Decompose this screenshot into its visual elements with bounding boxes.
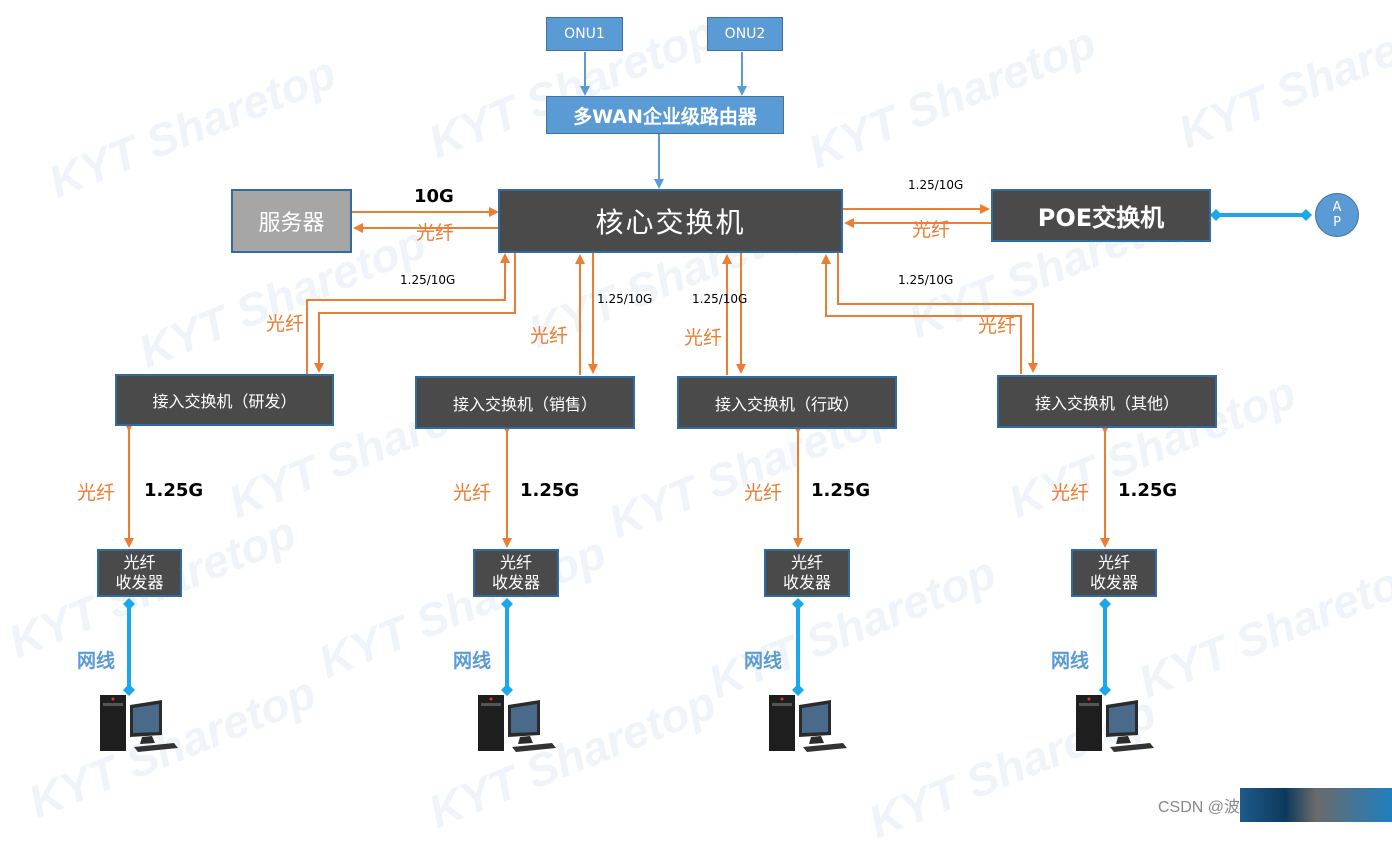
ap-label-top: A xyxy=(1332,200,1342,215)
core-access4-link-up xyxy=(821,254,1022,374)
onu2-box: ONU2 xyxy=(707,17,783,51)
branch3-fiber-label: 光纤 xyxy=(744,482,783,504)
branch3-cable-label: 网线 xyxy=(744,650,783,672)
router-box: 多WAN企业级路由器 xyxy=(546,96,784,134)
access-switch-other: 接入交换机（其他） xyxy=(997,375,1217,428)
ap-label-bottom: P xyxy=(1333,215,1341,230)
branch2-fiber-label: 光纤 xyxy=(453,482,492,504)
pc-icon xyxy=(769,695,847,752)
core-access1-link-up xyxy=(306,253,510,374)
transceiver-1: 光纤 收发器 xyxy=(97,549,182,597)
access1-link-speed: 1.25/10G xyxy=(400,273,456,287)
access2-link-speed: 1.25/10G xyxy=(597,292,653,306)
server-box: 服务器 xyxy=(231,189,352,253)
pc-icon xyxy=(1076,695,1154,752)
core-access4-link-down xyxy=(837,253,1038,373)
branch4-cable-label: 网线 xyxy=(1051,650,1090,672)
access3-link-fiber-label: 光纤 xyxy=(684,327,723,349)
transceiver-2: 光纤 收发器 xyxy=(473,549,559,597)
access4-link-speed: 1.25/10G xyxy=(898,273,954,287)
access-switch-admin: 接入交换机（行政） xyxy=(677,376,897,429)
transceiver-3: 光纤 收发器 xyxy=(764,549,850,597)
poe-switch-box: POE交换机 xyxy=(991,189,1211,242)
poe-link-speed: 1.25/10G xyxy=(908,178,964,192)
branch2-speed: 1.25G xyxy=(520,480,580,501)
ap-node: A P xyxy=(1315,193,1359,237)
core-access1-link-down xyxy=(314,253,516,373)
branch4-speed: 1.25G xyxy=(1118,480,1178,501)
branch3-speed: 1.25G xyxy=(811,480,871,501)
poe-link-fiber-label: 光纤 xyxy=(912,219,951,241)
transceiver-4: 光纤 收发器 xyxy=(1071,549,1157,597)
branch4-fiber-label: 光纤 xyxy=(1051,482,1090,504)
server-link-speed: 10G xyxy=(414,186,454,207)
connection-lines xyxy=(100,52,1312,752)
access2-link-fiber-label: 光纤 xyxy=(530,325,569,347)
onu1-box: ONU1 xyxy=(546,17,623,51)
branch1-cable-label: 网线 xyxy=(77,650,116,672)
branch2-cable-label: 网线 xyxy=(453,650,492,672)
core-switch-box: 核心交换机 xyxy=(498,189,843,253)
pc-icon xyxy=(478,695,556,752)
server-link-fiber-label: 光纤 xyxy=(416,222,455,244)
branch1-speed: 1.25G xyxy=(144,480,204,501)
access-switch-rd: 接入交换机（研发） xyxy=(115,374,334,426)
access3-link-speed: 1.25/10G xyxy=(692,292,748,306)
access1-link-fiber-label: 光纤 xyxy=(266,313,305,335)
pc-icon xyxy=(100,695,178,752)
access-switch-sales: 接入交换机（销售） xyxy=(415,376,635,429)
branch1-fiber-label: 光纤 xyxy=(77,482,116,504)
credit-text: CSDN @波 xyxy=(1158,799,1241,816)
credit-background xyxy=(1240,788,1392,822)
access4-link-fiber-label: 光纤 xyxy=(978,315,1017,337)
